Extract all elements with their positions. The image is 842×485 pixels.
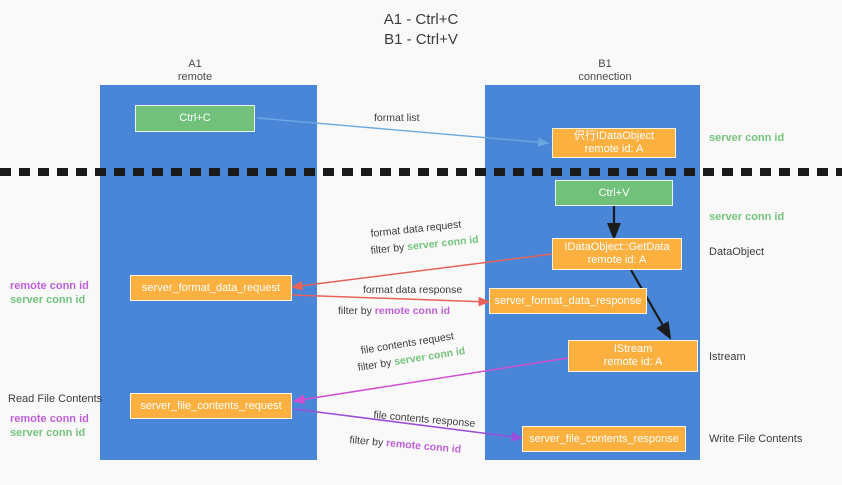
edge-label-format-list: format list [374,112,420,124]
filter-by-text: filter by [348,434,387,450]
annotation-read-file-contents: Read File Contents [8,393,103,405]
annotation-server-conn-id-top: server conn id [709,132,785,144]
annotation-istream: Istream [709,351,746,363]
phase-divider [0,168,842,176]
remote-conn-id-text: remote conn id [385,437,462,456]
annotation-server-conn-id-second: server conn id [709,211,785,223]
annotation-file-remote-conn-id: remote conn id [10,413,89,425]
lane-header-a1: A1 remote [177,58,213,83]
edge-label-file-contents-response: file contents response [373,409,476,431]
remote-conn-id-text: remote conn id [374,305,451,317]
node-idataobject-getdata[interactable]: IDataObject::GetData remote id: A [552,238,682,270]
node-ctrl-v[interactable]: Ctrl+V [555,180,673,206]
node-ctrl-c[interactable]: Ctrl+C [135,105,255,132]
annotation-file-server-conn-id: server conn id [10,427,86,439]
filter-by-text: filter by [357,356,396,374]
annotation-format-server-conn-id: server conn id [10,294,86,306]
node-server-format-data-request[interactable]: server_format_data_request [130,275,292,301]
edge-label-file-contents-response-filter: filter by remote conn id [349,434,462,457]
node-server-format-data-response[interactable]: server_format_data_response [489,288,647,314]
annotation-dataobject: DataObject [709,246,765,258]
edge-label-format-data-response-filter: filter by remote conn id [338,305,450,318]
node-server-file-contents-response[interactable]: server_file_contents_response [522,426,686,452]
lane-header-b1: B1 connection [578,58,632,83]
node-idataobject[interactable]: 伬行IDataObject remote id: A [552,128,676,158]
edge-label-format-data-response: format data response [363,284,463,296]
server-conn-id-text: server conn id [406,233,480,254]
node-istream[interactable]: IStream remote id: A [568,340,698,372]
annotation-format-remote-conn-id: remote conn id [10,280,89,292]
filter-by-text: filter by [338,305,375,317]
annotation-write-file-contents: Write File Contents [709,433,803,445]
page-title: A1 - Ctrl+C B1 - Ctrl+V [383,11,459,48]
edge-label-file-contents-response-text: file contents response [372,409,476,430]
node-server-file-contents-request[interactable]: server_file_contents_request [130,393,292,419]
filter-by-text: filter by [370,241,408,257]
